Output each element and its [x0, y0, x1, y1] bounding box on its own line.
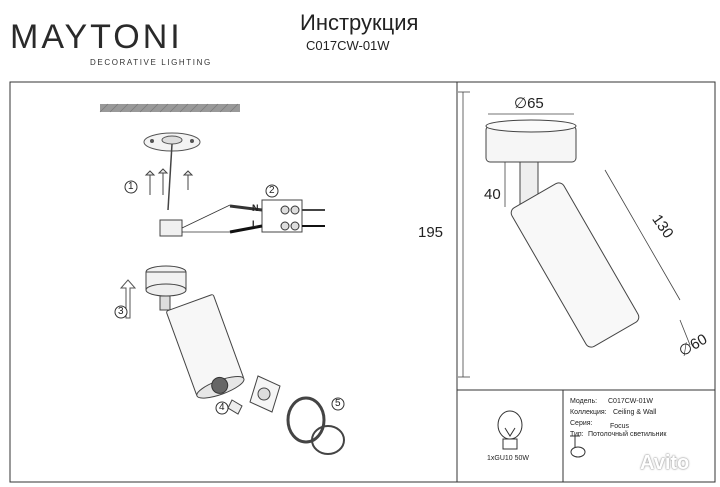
avito-watermark: Avito [640, 452, 690, 474]
wiring-detail [229, 199, 325, 234]
brand-logo: MAYTONI [10, 18, 183, 56]
outer-frame [9, 81, 716, 483]
ceiling-hatch [100, 104, 240, 112]
spec-series-value: Focus [610, 423, 630, 430]
step-3-label: 3 [118, 306, 124, 317]
dim-base-diameter: ∅65 [514, 95, 544, 112]
wire [167, 143, 173, 211]
spec-model-value: C017CW-01W [608, 398, 653, 405]
spec-box [456, 389, 716, 483]
bulb-icon [497, 410, 523, 450]
up-arrow-icon [119, 279, 137, 319]
retaining-ring [286, 396, 326, 444]
step-2-label: 2 [269, 185, 275, 196]
lamp-spec: 1xGU10 50W [487, 455, 530, 462]
wire-l-label: L [252, 219, 258, 229]
spec-type-label: Тип: [570, 431, 584, 438]
plate-center [161, 135, 183, 145]
spec-collection-value: Ceiling & Wall [613, 409, 657, 416]
step-5-label: 5 [335, 398, 341, 409]
spec-collection-label: Коллекция: [570, 409, 607, 416]
spec-model-label: Модель: [570, 398, 598, 405]
step-5-marker [331, 397, 345, 411]
dim-total-height: 195 [418, 224, 444, 241]
wire-n-label: N [252, 203, 259, 213]
document-title: Инструкция [300, 10, 419, 35]
step-1-label: 1 [128, 181, 134, 192]
screws [144, 168, 194, 195]
clip [227, 399, 243, 415]
step-3-marker [114, 305, 128, 319]
lamp-body [166, 294, 245, 399]
dim-base-height: 40 [484, 186, 501, 203]
ceiling-hatch-lines [99, 103, 239, 113]
step-1-marker [124, 180, 138, 194]
dimension-drawing [458, 91, 691, 378]
step-4-marker [215, 401, 229, 415]
spec-type-value: Потолочный светильник [588, 431, 667, 438]
ceiling-icon [570, 435, 586, 458]
spec-series-label: Серия: [570, 420, 593, 427]
model-code: C017CW-01W [306, 38, 390, 53]
brand-tagline: DECORATIVE LIGHTING [90, 58, 212, 67]
gu10-bulb [249, 375, 281, 413]
step-2-marker [265, 184, 279, 198]
terminal-block [159, 219, 183, 237]
step-4-label: 4 [219, 402, 225, 413]
